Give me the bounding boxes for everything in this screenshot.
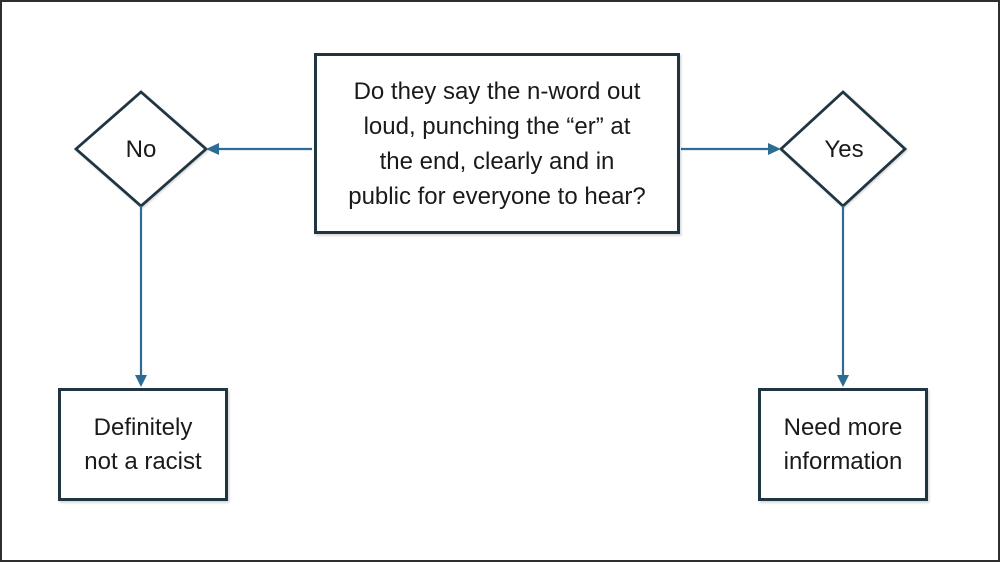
question-text-line: the end, clearly and in bbox=[379, 147, 615, 175]
need-info-text-line: Need more bbox=[783, 413, 903, 441]
need-info-node: Need more information bbox=[758, 388, 928, 501]
arrowhead-yes-to-need-info bbox=[837, 375, 849, 387]
arrowhead-question-to-yes bbox=[768, 143, 781, 155]
no-diamond-label: No bbox=[125, 136, 157, 163]
question-text-line: public for everyone to hear? bbox=[348, 182, 646, 210]
not-racist-text-line: Definitely bbox=[93, 413, 193, 441]
question-text-line: Do they say the n-word out bbox=[353, 77, 641, 105]
not-racist-text-line: not a racist bbox=[84, 447, 202, 475]
need-info-text-line: information bbox=[783, 447, 903, 475]
arrowhead-question-to-no bbox=[206, 143, 219, 155]
question-text-line: loud, punching the “er” at bbox=[363, 112, 631, 140]
arrowhead-no-to-not-racist bbox=[135, 375, 147, 387]
yes-diamond-label: Yes bbox=[824, 136, 864, 163]
not-racist-node: Definitely not a racist bbox=[58, 388, 228, 501]
question-node: Do they say the n-word out loud, punchin… bbox=[314, 53, 680, 234]
